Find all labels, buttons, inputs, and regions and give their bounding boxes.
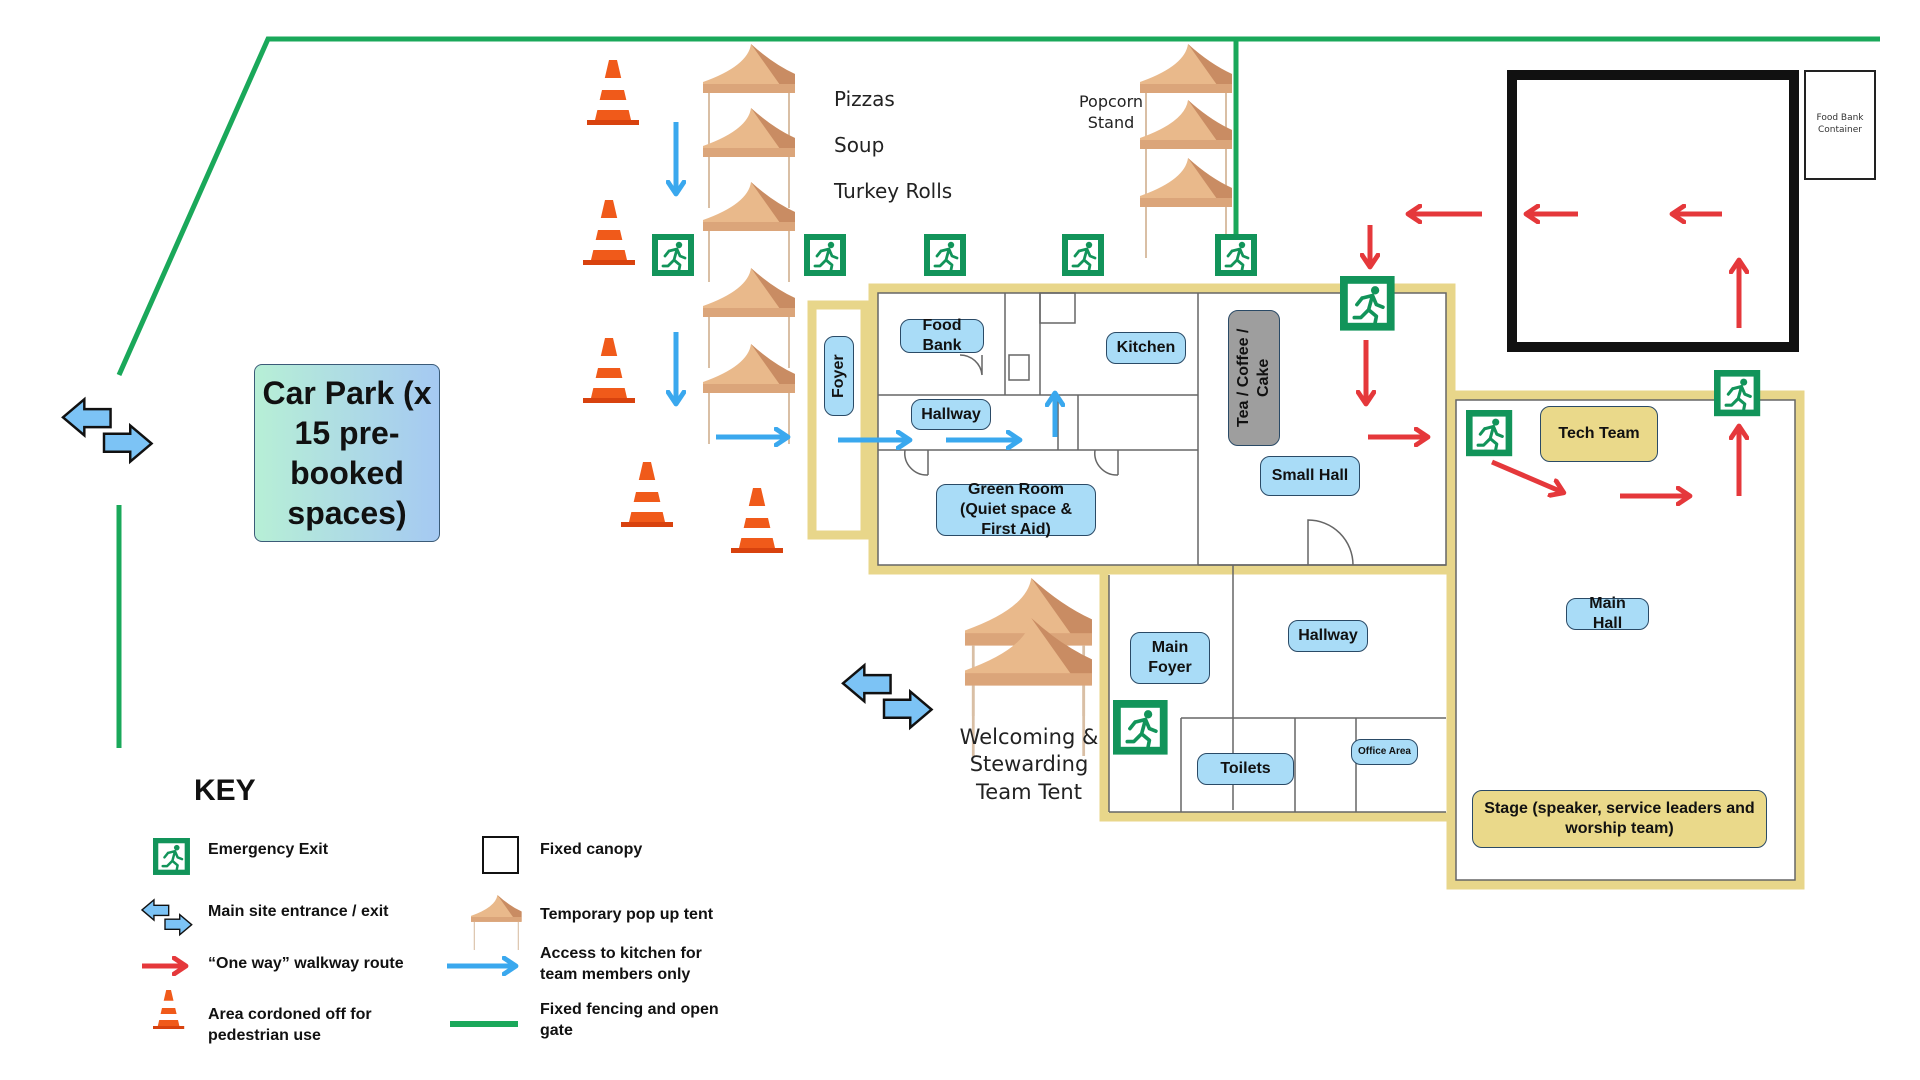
room-main-foyer: Main Foyer [1130, 632, 1210, 684]
emergency-exit-icon [1060, 232, 1106, 278]
welcome-tent-label: Welcoming & Stewarding Team Tent [959, 725, 1099, 804]
room-green-room: Green Room (Quiet space & First Aid) [936, 481, 1096, 538]
room-small-hall: Small Hall [1260, 456, 1360, 496]
room-hallway: Hallway [911, 399, 991, 430]
key-label-cordoned: Area cordoned off for pedestrian use [208, 1006, 372, 1044]
car-park-label: Car Park (x 15 pre-booked spaces) [254, 364, 440, 542]
key-popup-tent-icon [470, 894, 523, 951]
room-hallway-2: Hallway [1288, 620, 1368, 652]
key-label-fixed-canopy: Fixed canopy [540, 841, 643, 858]
key-label-kitchen-access: Access to kitchen for team members only [540, 945, 702, 983]
key-label-fencing: Fixed fencing and open gate [540, 1001, 719, 1039]
room-stage: Stage (speaker, service leaders and wors… [1472, 790, 1767, 848]
popup-tent [702, 343, 796, 445]
traffic-cone-icon [583, 338, 635, 403]
food-bank-container: Food Bank Container [1804, 70, 1876, 180]
key-label-emergency-exit: Emergency Exit [208, 841, 329, 858]
room-food-bank: Food Bank [900, 317, 984, 354]
fixed-fencing [116, 36, 1880, 748]
stall-label-popcorn: Popcorn Stand [1078, 92, 1144, 132]
main-entrance-arrows-icon [61, 398, 153, 463]
key-fixed-canopy-icon [482, 836, 519, 874]
key-label-popup-tent: Temporary pop up tent [540, 906, 714, 923]
room-kitchen: Kitchen [1106, 332, 1186, 364]
kitchen-access-arrows [676, 122, 1055, 440]
emergency-exit-icon [1338, 274, 1397, 333]
emergency-exit-icon [802, 232, 848, 278]
emergency-exit-icon [922, 232, 968, 278]
key-traffic-cone-icon [153, 990, 185, 1029]
popup-tent [702, 181, 796, 283]
key-title: KEY [194, 774, 256, 807]
stall-label-turkey-rolls: Turkey Rolls [834, 179, 953, 203]
room-foyer: Foyer [824, 336, 854, 416]
one-way-arrows [1366, 214, 1739, 496]
key-emergency-exit-icon [151, 836, 192, 877]
main-entrance-arrows-icon [841, 664, 933, 729]
room-office-area: Office Area [1351, 739, 1418, 765]
emergency-exit-icon [1712, 368, 1762, 418]
room-tech-team: Tech Team [1540, 406, 1658, 462]
room-tea-coffee-cake: Tea / Coffee / Cake [1228, 310, 1280, 446]
room-main-hall: Main Hall [1566, 595, 1649, 632]
interior-walls [877, 292, 1796, 881]
key-label-main-entrance: Main site entrance / exit [208, 903, 389, 920]
emergency-exit-icon [650, 232, 696, 278]
traffic-cone-icon [621, 462, 673, 527]
traffic-cone-icon [587, 60, 639, 125]
traffic-cone-icon [731, 488, 783, 553]
room-toilets: Toilets [1197, 753, 1294, 785]
fixed-canopy [1507, 70, 1799, 352]
key-label-one-way: “One way” walkway route [208, 955, 404, 972]
traffic-cone-icon [583, 200, 635, 265]
emergency-exit-icon [1464, 408, 1514, 458]
emergency-exit-icon [1111, 698, 1170, 757]
key-entrance-arrows-icon [141, 899, 193, 936]
emergency-exit-icon [1213, 232, 1259, 278]
building-walls [807, 283, 1805, 890]
stall-label-pizzas: Pizzas [834, 87, 895, 111]
stall-label-soup: Soup [834, 133, 885, 157]
